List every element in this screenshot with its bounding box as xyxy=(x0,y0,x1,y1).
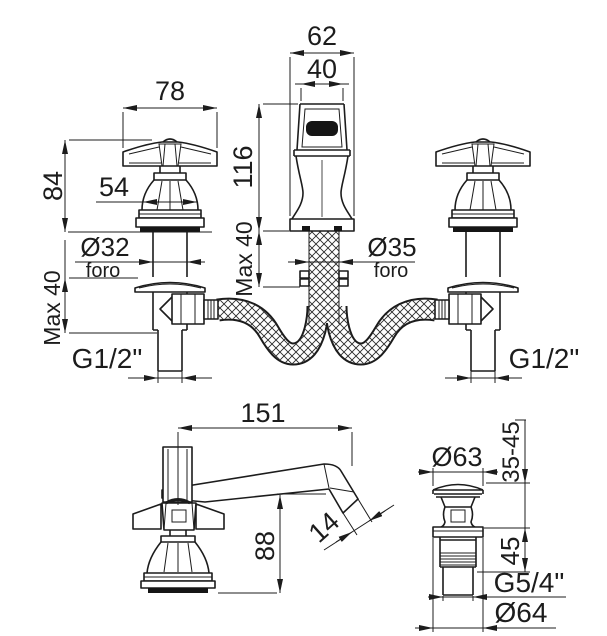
dim-label-max40-left: Max 40 xyxy=(39,270,65,345)
dim-drain-flange: Ø64 xyxy=(415,538,556,632)
dim-spout-base-width: 62 xyxy=(289,21,355,216)
left-valve-front xyxy=(122,138,219,372)
dim-hole-right: Ø35 foro xyxy=(288,232,417,282)
dim-drain-shank: 45 xyxy=(477,537,530,573)
drain-tailpiece xyxy=(442,567,474,596)
dim-handle-width: 78 xyxy=(122,76,218,148)
dim-label-3545: 35-45 xyxy=(498,421,525,482)
dim-label-84: 84 xyxy=(38,171,68,201)
dim-hole-left: Ø32 foro xyxy=(75,232,205,282)
wing-right-side xyxy=(195,503,225,530)
spout-arm-side xyxy=(161,463,359,514)
dim-drain-cap: Ø63 xyxy=(418,442,498,486)
dim-label-g12-left: G1/2" xyxy=(72,343,143,374)
dim-deck-max-left: Max 40 xyxy=(39,240,157,346)
dim-spout-height-side: 88 xyxy=(218,493,326,594)
dim-spout-top-width: 40 xyxy=(295,54,349,101)
dim-label-45: 45 xyxy=(495,537,525,566)
cone-fitting-right xyxy=(480,296,494,322)
dim-label-o63: Ø63 xyxy=(431,442,482,472)
spout-front xyxy=(289,103,355,232)
wing-left-side xyxy=(132,503,162,530)
dim-label-88: 88 xyxy=(250,531,280,561)
dim-label-78: 78 xyxy=(155,76,185,106)
dim-note-foro-left: foro xyxy=(86,260,120,282)
dim-deck-max-center: Max 40 xyxy=(231,221,300,297)
dim-label-o64: Ø64 xyxy=(495,597,548,628)
cone-fitting-left xyxy=(159,296,173,322)
drain-flange xyxy=(432,526,484,538)
handle-hub-side xyxy=(161,502,197,531)
dim-thread-right: G1/2" xyxy=(445,343,579,383)
dim-label-62: 62 xyxy=(307,21,337,51)
hose-nut-right xyxy=(448,293,482,325)
cross-handle-left xyxy=(122,141,218,167)
dim-label-g54: G5/4" xyxy=(494,567,565,598)
dim-label-151: 151 xyxy=(240,398,285,428)
hose-clamp-right xyxy=(338,270,349,279)
hose-nut-left xyxy=(171,293,205,325)
spout-riser-hose xyxy=(299,231,349,324)
right-valve-front xyxy=(434,138,531,372)
drain-view: Ø63 35-45 45 G5/4" Ø64 xyxy=(415,419,566,632)
dim-label-14: 14 xyxy=(303,506,345,548)
dim-handle-body: 54 xyxy=(96,172,197,205)
spout-base xyxy=(289,218,355,232)
dim-label-54: 54 xyxy=(99,172,129,202)
dim-thread-left: G1/2" xyxy=(72,343,212,383)
dim-spout-reach: 151 xyxy=(177,398,353,505)
dim-label-40: 40 xyxy=(307,54,337,84)
cross-handle-right xyxy=(435,141,531,167)
dim-label-116: 116 xyxy=(228,145,258,188)
drain-cap xyxy=(432,483,484,498)
dim-label-g12-right: G1/2" xyxy=(509,343,580,374)
dim-note-foro-right: foro xyxy=(374,260,408,282)
drain-thread xyxy=(439,537,477,568)
spout-aerator-slot xyxy=(306,121,338,136)
dim-drain-thread: G5/4" xyxy=(428,567,566,601)
side-view: 151 88 14 xyxy=(132,398,395,594)
drain-spool xyxy=(440,506,476,528)
front-view: 62 40 78 84 54 xyxy=(38,21,579,383)
dim-spout-height: 116 xyxy=(228,103,298,232)
dim-label-max40-center: Max 40 xyxy=(231,221,257,296)
dim-handle-height: 84 xyxy=(38,139,212,233)
dim-label-o32: Ø32 xyxy=(80,232,129,262)
hose-clamp-left xyxy=(299,270,310,279)
dim-drain-range: 35-45 xyxy=(484,419,530,572)
dim-label-o35: Ø35 xyxy=(367,232,416,262)
